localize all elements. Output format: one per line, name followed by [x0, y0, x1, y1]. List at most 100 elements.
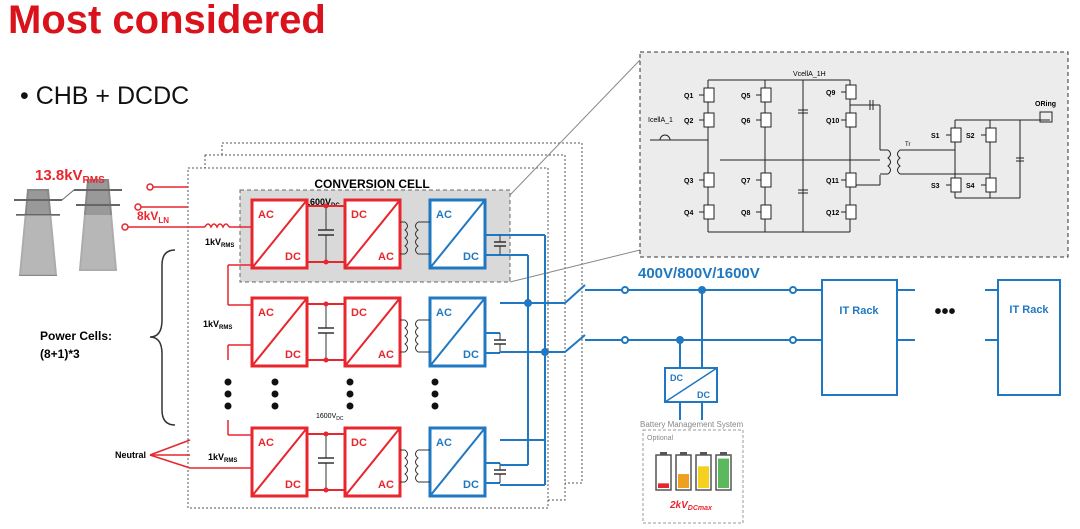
- parallel-output-bus: [500, 234, 625, 486]
- cell-input-label-2: 1kVRMS: [203, 319, 232, 331]
- cell-input-label-3: 1kVRMS: [208, 452, 237, 464]
- conversion-cell-row: AC DC DC AC AC DC: [250, 426, 506, 498]
- mosfet-switch: S1: [931, 127, 962, 143]
- power-cells-count: (8+1)*3: [40, 347, 80, 361]
- ac-dc-output-converter: AC DC: [428, 426, 487, 498]
- bms-voltage-label: 2kVDCmax: [669, 500, 713, 512]
- dc-ac-converter: DC AC: [343, 296, 402, 368]
- mosfet-switch: Q1: [684, 87, 715, 103]
- mosfet-switch: Q9: [826, 84, 857, 100]
- conversion-cell-label: CONVERSION CELL: [314, 177, 429, 191]
- svg-text:DC: DC: [285, 349, 301, 361]
- battery-group: [655, 452, 732, 491]
- cell-input-label-1: 1kVRMS: [205, 237, 234, 249]
- svg-text:Q2: Q2: [684, 118, 693, 125]
- svg-text:AC: AC: [436, 437, 452, 449]
- zoom-line-bottom: [509, 249, 641, 283]
- svg-text:DC: DC: [670, 373, 683, 383]
- it-rack-1: [821, 279, 898, 396]
- circuit-oring-label: ORing: [1035, 101, 1056, 108]
- power-cells-brace: [149, 249, 176, 426]
- svg-text:Q1: Q1: [684, 93, 693, 100]
- svg-text:DC: DC: [697, 390, 710, 400]
- svg-text:DC: DC: [351, 437, 367, 449]
- ellipsis-col-3: [346, 378, 354, 410]
- mosfet-switch: Q11: [826, 172, 857, 188]
- dc-link-bottom-label: 1600VDC: [316, 413, 344, 422]
- dc-bus: [621, 286, 998, 420]
- grid-voltage-label: 13.8kVRMS: [35, 167, 105, 186]
- mosfet-switch: Q10: [826, 112, 857, 128]
- svg-text:AC: AC: [258, 307, 274, 319]
- svg-text:S2: S2: [966, 133, 975, 140]
- transformer-icon: [404, 449, 419, 483]
- svg-text:Q12: Q12: [826, 210, 839, 217]
- bullet-text: • CHB + DCDC: [20, 82, 190, 110]
- page-title: Most considered: [8, 0, 326, 42]
- ellipsis-col-1: [224, 378, 232, 410]
- it-rack-1-label: IT Rack: [839, 305, 879, 317]
- grid-input-lines: [121, 183, 252, 231]
- svg-text:DC: DC: [463, 251, 479, 263]
- zoom-line-top: [509, 59, 641, 196]
- ac-dc-output-converter: AC DC: [428, 296, 487, 368]
- power-cells-label: Power Cells:: [40, 329, 112, 343]
- series-connections: [227, 264, 252, 436]
- svg-text:AC: AC: [258, 437, 274, 449]
- battery-icon: [695, 452, 712, 491]
- svg-text:Q3: Q3: [684, 178, 693, 185]
- conversion-cell-row: AC DC DC AC AC DC: [250, 296, 506, 368]
- svg-text:DC: DC: [285, 251, 301, 263]
- svg-text:DC: DC: [285, 479, 301, 491]
- line-voltage-label: 8kVLN: [137, 209, 169, 225]
- svg-text:Q11: Q11: [826, 178, 839, 185]
- svg-text:S4: S4: [966, 183, 975, 190]
- svg-text:AC: AC: [378, 479, 394, 491]
- ellipsis-col-4: [431, 378, 439, 410]
- mosfet-switch: Q8: [741, 204, 772, 220]
- neutral-lines: [149, 439, 252, 469]
- svg-text:Q10: Q10: [826, 118, 839, 125]
- dc-link-capacitors: [798, 109, 808, 194]
- transmission-tower-icon: [14, 179, 122, 276]
- mosfet-switch: Q3: [684, 172, 715, 188]
- circuit-node-label: VcellA_1H: [793, 71, 826, 78]
- svg-text:DC: DC: [463, 479, 479, 491]
- transformer-icon: [404, 221, 419, 255]
- dc-ac-converter: DC AC: [343, 426, 402, 498]
- svg-text:Q9: Q9: [826, 90, 835, 97]
- battery-dcdc-converter: DC DC: [664, 367, 718, 403]
- svg-text:Q5: Q5: [741, 93, 750, 100]
- ac-dc-output-converter: AC DC: [428, 198, 487, 270]
- svg-text:AC: AC: [436, 307, 452, 319]
- mosfet-switch: S4: [966, 177, 997, 193]
- mosfet-switch: Q2: [684, 112, 715, 128]
- ac-dc-converter: AC DC: [250, 296, 309, 368]
- svg-text:DC: DC: [463, 349, 479, 361]
- svg-text:Q6: Q6: [741, 118, 750, 125]
- svg-text:AC: AC: [378, 349, 394, 361]
- ac-dc-converter: AC DC: [250, 426, 309, 498]
- battery-icon: [715, 452, 732, 491]
- circuit-transformer-label: Tr: [905, 142, 910, 148]
- svg-text:AC: AC: [258, 209, 274, 221]
- svg-text:AC: AC: [436, 209, 452, 221]
- svg-text:Q8: Q8: [741, 210, 750, 217]
- mosfet-switch: Q12: [826, 204, 857, 220]
- mosfet-switch: S3: [931, 177, 962, 193]
- battery-icon: [655, 452, 672, 491]
- circuit-current-label: IcellA_1: [648, 117, 673, 124]
- svg-text:Q7: Q7: [741, 178, 750, 185]
- transformer-icon: [404, 319, 419, 353]
- mosfet-switch: Q5: [741, 87, 772, 103]
- bus-voltage-label: 400V/800V/1600V: [638, 265, 760, 282]
- mosfet-switch: Q6: [741, 112, 772, 128]
- svg-text:S3: S3: [931, 183, 940, 190]
- bms-optional-label: Optional: [647, 435, 674, 442]
- svg-text:DC: DC: [351, 307, 367, 319]
